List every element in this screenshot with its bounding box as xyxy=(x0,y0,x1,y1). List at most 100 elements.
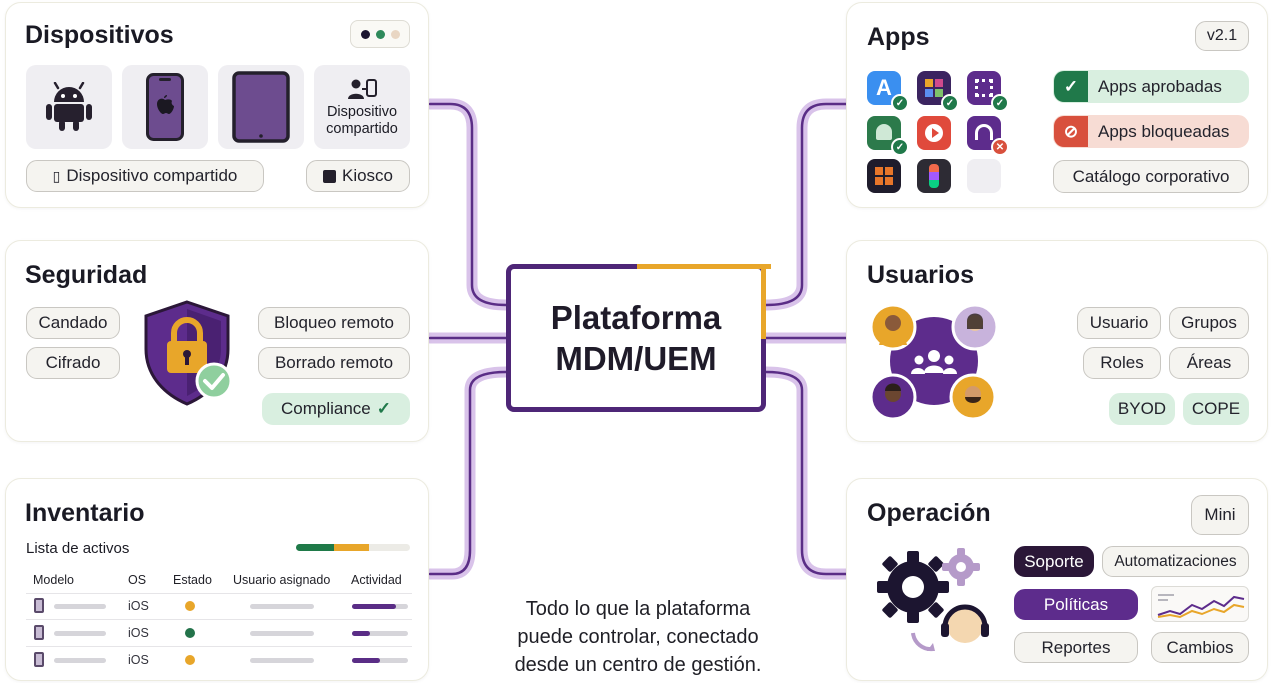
apps-bloqueadas-label: Apps bloqueadas xyxy=(1098,121,1230,141)
phone-icon xyxy=(34,598,44,613)
cope-tag[interactable]: COPE xyxy=(1183,393,1249,425)
catalogo-corporativo-pill[interactable]: Catálogo corporativo xyxy=(1053,160,1249,193)
approved-badge-icon: ✓ xyxy=(891,138,909,156)
figma-glyph xyxy=(929,164,939,188)
inventario-card: Inventario Lista de activos Modelo OS Es… xyxy=(5,478,429,681)
android-glyph xyxy=(876,124,892,140)
areas-pill[interactable]: Áreas xyxy=(1169,347,1249,379)
office-glyph xyxy=(875,167,893,185)
apps-bloqueadas-pill[interactable]: ⊘ Apps bloqueadas xyxy=(1053,115,1249,148)
candado-label: Candado xyxy=(38,313,108,332)
reportes-pill[interactable]: Reportes xyxy=(1014,632,1138,663)
kiosk-pill[interactable]: Kiosco xyxy=(306,160,410,192)
window-dots xyxy=(350,20,410,48)
dot-green xyxy=(375,29,385,39)
empty-app-slot xyxy=(967,159,1001,193)
tagline-line: Todo lo que la plataforma xyxy=(525,598,751,620)
shared-device-pill-label: Dispositivo compartido xyxy=(66,166,238,185)
dot-beige xyxy=(390,29,400,39)
iphone-device-tile[interactable] xyxy=(122,65,208,149)
tagline: Todo lo que la plataforma puede controla… xyxy=(478,595,798,679)
model-placeholder xyxy=(54,631,106,636)
usuarios-card: Usuarios Usuario Grupos Roles Áreas BYOD… xyxy=(846,240,1268,442)
apps-aprobadas-label: Apps aprobadas xyxy=(1098,76,1222,96)
phone-icon xyxy=(34,652,44,667)
seguridad-title: Seguridad xyxy=(25,261,148,289)
android-device-tile[interactable] xyxy=(26,65,112,149)
apps-aprobadas-pill[interactable]: ✓ Apps aprobadas xyxy=(1053,70,1249,103)
politicas-pill[interactable]: Políticas xyxy=(1014,589,1138,620)
progress-bar xyxy=(296,544,410,551)
col-os: OS xyxy=(128,573,147,587)
reportes-label: Reportes xyxy=(1041,637,1111,657)
activity-track xyxy=(352,631,408,636)
byod-label: BYOD xyxy=(1117,399,1167,418)
byod-tag[interactable]: BYOD xyxy=(1109,393,1175,425)
compliance-label: Compliance xyxy=(280,399,371,418)
dot-dark xyxy=(360,29,370,39)
check-icon: ✓ xyxy=(376,399,391,418)
kiosk-pill-label: Kiosco xyxy=(341,166,394,185)
approved-badge-icon: ✓ xyxy=(941,94,959,112)
cifrado-label: Cifrado xyxy=(45,353,101,372)
phone-icon xyxy=(34,625,44,640)
progress-green xyxy=(296,544,334,551)
col-modelo: Modelo xyxy=(33,573,74,587)
soporte-label: Soporte xyxy=(1024,551,1084,571)
tablet-device-tile[interactable] xyxy=(218,65,304,149)
roles-pill[interactable]: Roles xyxy=(1083,347,1161,379)
tagline-line: puede controlar, conectado xyxy=(517,626,759,648)
grupos-pill[interactable]: Grupos xyxy=(1169,307,1249,339)
candado-pill[interactable]: Candado xyxy=(26,307,120,339)
inventario-subtitle: Lista de activos xyxy=(26,540,130,557)
shared-device-pill[interactable]: ▯ Dispositivo compartido xyxy=(26,160,264,192)
usuarios-title: Usuarios xyxy=(867,261,974,289)
chip-icon xyxy=(322,169,336,183)
usuario-pill[interactable]: Usuario xyxy=(1077,307,1161,339)
shared-device-label-1: Dispositivo xyxy=(326,103,398,120)
orange-accent-top xyxy=(637,264,771,269)
tablet-icon xyxy=(232,71,290,143)
activity-fill xyxy=(352,658,380,663)
apple-phone-icon xyxy=(146,73,184,141)
center-platform-box: Plataforma MDM/UEM xyxy=(506,264,771,412)
phone-vibrate-icon: ▯ xyxy=(52,167,61,184)
blocked-badge-icon: ✕ xyxy=(991,138,1009,156)
version-label: v2.1 xyxy=(1206,27,1238,44)
blocked-icon: ⊘ xyxy=(1054,116,1088,147)
dispositivos-card: Dispositivos xyxy=(5,2,429,208)
orange-accent-right xyxy=(761,264,766,339)
android-icon xyxy=(46,82,92,131)
cifrado-pill[interactable]: Cifrado xyxy=(26,347,120,379)
user-placeholder xyxy=(250,631,314,636)
automatizaciones-label: Automatizaciones xyxy=(1114,552,1237,570)
catalogo-corporativo-label: Catálogo corporativo xyxy=(1072,166,1230,186)
headset-glyph xyxy=(975,124,993,140)
row-os: iOS xyxy=(128,626,149,640)
user-placeholder xyxy=(250,604,314,609)
areas-label: Áreas xyxy=(1186,353,1232,372)
video-app-icon[interactable] xyxy=(917,116,951,150)
seguridad-card: Seguridad Candado Cifrado Bloqueo remoto… xyxy=(5,240,429,442)
automatizaciones-pill[interactable]: Automatizaciones xyxy=(1102,546,1249,577)
gears-headset-illustration xyxy=(877,548,989,652)
cambios-label: Cambios xyxy=(1166,637,1234,657)
soporte-pill[interactable]: Soporte xyxy=(1014,546,1094,577)
row-os: iOS xyxy=(128,653,149,667)
users-group-illustration xyxy=(869,303,999,421)
mini-button[interactable]: Mini xyxy=(1191,495,1249,535)
cope-label: COPE xyxy=(1191,399,1241,418)
borrado-remoto-label: Borrado remoto xyxy=(274,353,394,372)
user-placeholder xyxy=(250,658,314,663)
qr-glyph xyxy=(975,79,993,97)
compliance-pill[interactable]: Compliance ✓ xyxy=(262,393,410,425)
politicas-label: Políticas xyxy=(1043,594,1109,614)
version-badge: v2.1 xyxy=(1195,21,1249,51)
operacion-title: Operación xyxy=(867,499,991,527)
shared-device-tile[interactable]: Dispositivo compartido xyxy=(314,65,410,149)
bloqueo-remoto-pill[interactable]: Bloqueo remoto xyxy=(258,307,410,339)
cambios-pill[interactable]: Cambios xyxy=(1151,632,1249,663)
approved-badge-icon: ✓ xyxy=(891,94,909,112)
borrado-remoto-pill[interactable]: Borrado remoto xyxy=(258,347,410,379)
